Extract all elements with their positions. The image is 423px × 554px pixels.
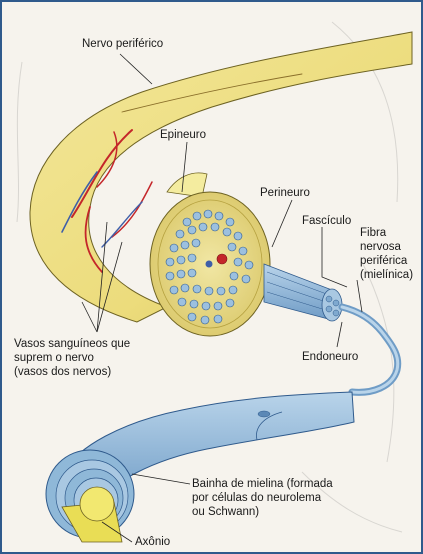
label-bainha-1: Bainha de mielina (formada	[192, 478, 333, 490]
label-epineuro: Epineuro	[160, 129, 206, 141]
label-fasciculo: Fascículo	[302, 215, 351, 227]
label-perineuro: Perineuro	[260, 187, 310, 199]
label-vasos-3: (vasos dos nervos)	[14, 366, 111, 378]
label-bainha-2: por células do neurolema	[192, 492, 322, 504]
central-artery	[217, 254, 227, 264]
label-nervo-periferico: Nervo periférico	[82, 38, 163, 50]
label-vasos-1: Vasos sanguíneos que	[14, 338, 130, 350]
label-bainha-3: ou Schwann)	[192, 506, 259, 518]
fiber-bundle	[264, 264, 342, 321]
label-fibra-1: Fibra	[360, 227, 387, 239]
label-endoneuro: Endoneuro	[302, 351, 358, 363]
label-fibra-3: periférica	[360, 255, 408, 267]
label-fibra-4: (mielínica)	[360, 269, 413, 281]
central-vein	[206, 261, 213, 268]
label-vasos-2: suprem o nervo	[14, 352, 94, 364]
label-fibra-2: nervosa	[360, 241, 402, 253]
label-axonio: Axônio	[135, 536, 170, 548]
